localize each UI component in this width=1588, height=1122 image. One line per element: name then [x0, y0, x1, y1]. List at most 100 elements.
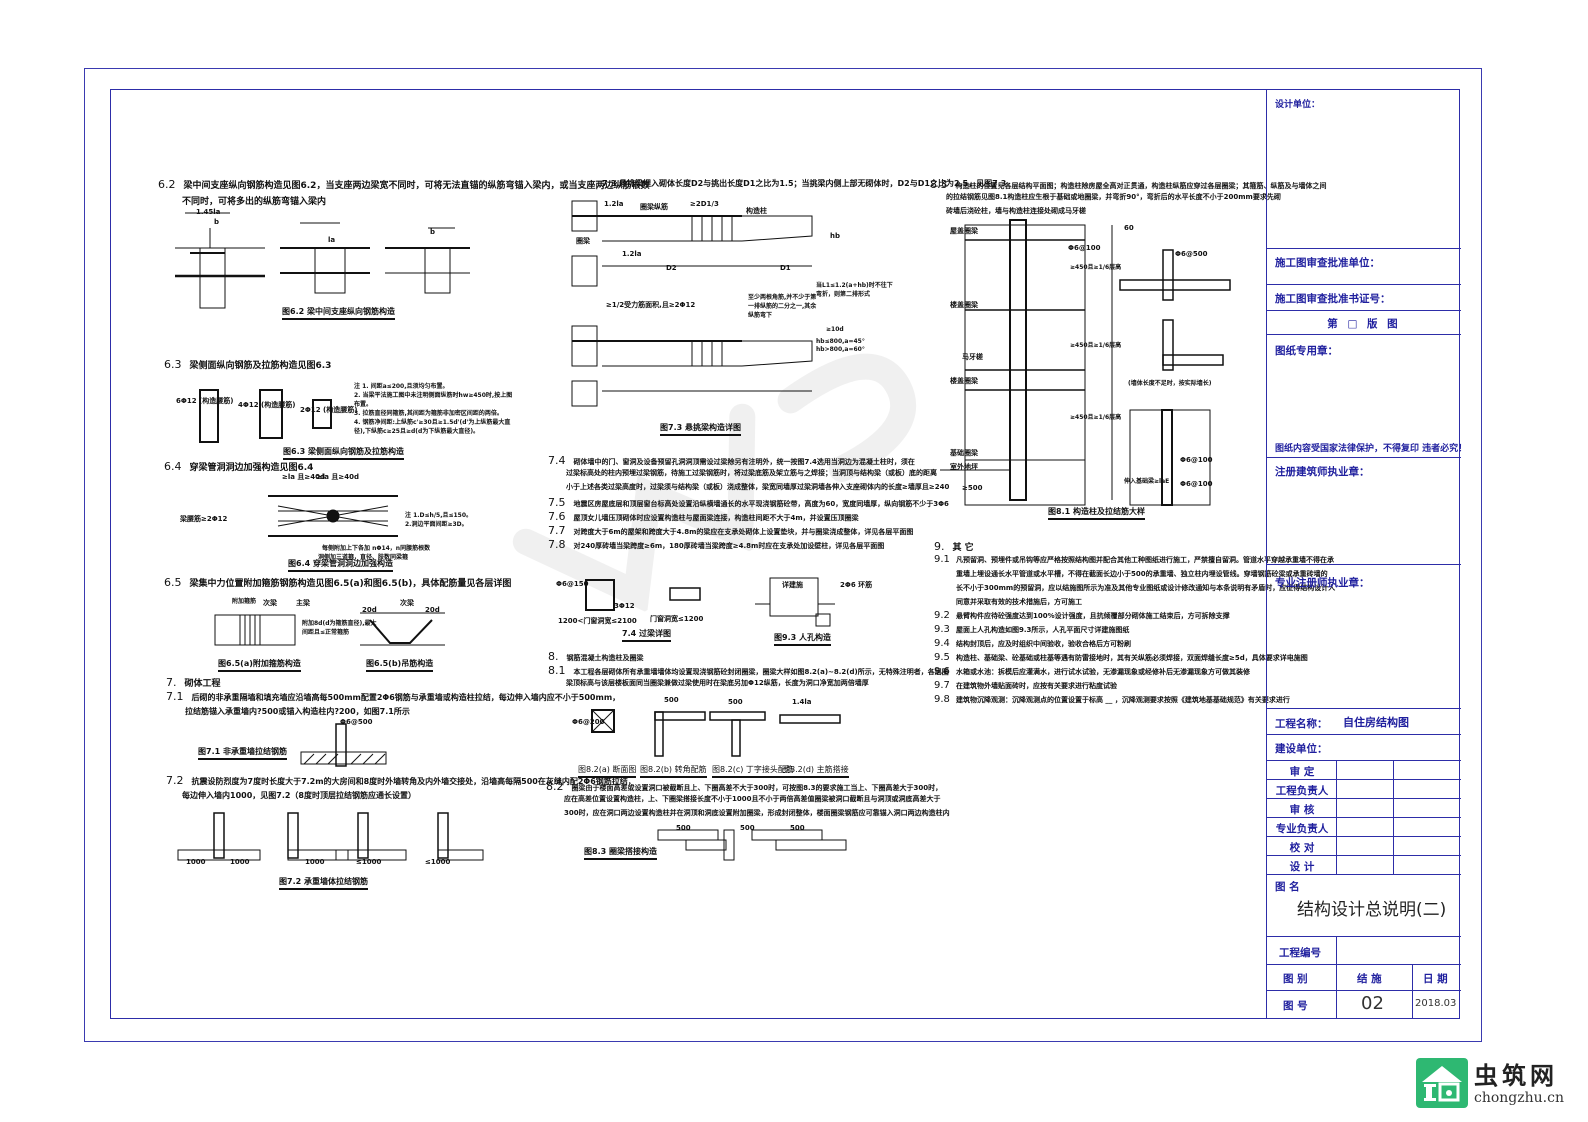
note: hb>800,a=60° [816, 346, 865, 353]
category-label: 图 别 [1283, 973, 1308, 985]
label: 构造柱 [746, 207, 767, 215]
dim-label: 60 [1124, 224, 1134, 232]
figure-caption: 图9.3 人孔构造 [774, 632, 831, 646]
signature-name-cell [1337, 799, 1394, 817]
section-number: 6.3 [164, 358, 182, 371]
label: 伸入基础梁≥laE [1124, 478, 1170, 485]
signature-row: 校 对 [1267, 837, 1461, 856]
label: 附加箍筋 [232, 598, 257, 605]
dim-label: 1.2la [604, 200, 624, 208]
section-text-continued: 每边伸入墙内1000，见图7.2（8度时顶层拉结钢筋应通长设置） [182, 791, 417, 800]
signature-role: 校 对 [1289, 842, 1315, 854]
engineer-seal-row: 专业注册师执业章： [1267, 565, 1461, 709]
engineer-seal-label: 专业注册师执业章： [1275, 577, 1370, 589]
figure-caption: 图8.2(d) 主筋搭接 [782, 764, 849, 778]
figure-7-1-drawing [300, 723, 387, 767]
note-number: 9.4 [934, 638, 950, 649]
dim-label: la [328, 236, 336, 244]
category-cell: 结 施 [1337, 965, 1413, 990]
section-text-continued: 小于上述各类过梁高度时，过梁须与结构梁（或板）浇成整体，梁宽同墙厚过梁洞墙各伸入… [566, 483, 950, 491]
design-unit-row: 设计单位： [1267, 89, 1461, 249]
note-number: 9.8 [934, 694, 950, 705]
signature-role-cell: 审 定 [1267, 761, 1337, 779]
review-cert-label: 施工图审查批准书证号： [1275, 293, 1391, 305]
note-item: 长不小于300mm的预留洞，应以结施图所示为准及其他专业图纸或设计修改通知与本条… [934, 581, 1335, 595]
dim-label: 500 [728, 698, 743, 706]
drawing-no: 02 [1361, 993, 1384, 1014]
leader-note: 每侧附加上下各加 nΦ14，n同腰筋根数 [322, 545, 431, 552]
note-number: 9.1 [934, 554, 950, 565]
brand-url[interactable]: chongzhu.cn [1474, 1090, 1564, 1106]
category-value: 结 施 [1357, 973, 1382, 985]
section-text: 砌体墙中的门、窗洞及设备预留孔洞洞顶需设过梁除另有注明外，统一按图7.4选用当洞… [573, 458, 915, 466]
section-text: 圈梁由于楼面高差或设置洞口被截断且上、下圈高差不大于300时，可按图8.3的要求… [571, 784, 943, 792]
section-text: 地震区房屋底层和顶层窗台标高处设置沿纵横墙通长的水平现浇钢筋砼带，高度为60，宽… [573, 500, 949, 508]
dim-label: 500 [790, 824, 805, 832]
figure-caption: 图7.2 承重墙体拉结钢筋 [279, 876, 368, 890]
label: 次梁 [263, 599, 277, 607]
dim-label: 门窗洞宽≤1200 [650, 615, 704, 623]
dim-label: 500 [740, 824, 755, 832]
figure-caption: 图8.2(b) 转角配筋 [640, 764, 707, 778]
section-number: 7.2 [166, 774, 184, 787]
section-number: 6.5 [164, 576, 182, 589]
seal-row: 图纸专用章： 图纸内容受国家法律保护，不得复印 违者必究！ [1267, 335, 1467, 458]
label: 20d [362, 606, 377, 614]
section-number: 7.1 [166, 690, 184, 703]
figure-7-2-drawing [177, 812, 484, 861]
section-text-continued: 过梁标高处的柱内预埋过梁钢筋，待施工过梁钢筋时，将过梁底筋及架立筋与之焊接；当洞… [566, 469, 937, 477]
label: 圈梁纵筋 [640, 203, 668, 211]
notes-6-3: 注 1. 间距a≤200,且须均匀布置。 2. 当梁平法施工图中未注明侧面纵筋时… [354, 382, 514, 436]
signature-role: 审 定 [1289, 766, 1315, 778]
project-no-label-cell: 工程编号 [1267, 937, 1337, 964]
note-text: 悬臂构件应待砼强度达到100%设计强度，且抗倾覆部分砌体施工结束后，方可拆除支撑 [956, 612, 1230, 620]
signature-role-cell: 工程负责人 [1267, 780, 1337, 798]
dim-label: b [430, 228, 436, 236]
dim-label: ≤1000 [356, 858, 382, 866]
section-text: 屋顶女儿墙压顶砌体时应设置构造柱与屋面梁连接，构造柱间距不大于4m，并设置压顶圈… [573, 514, 859, 522]
section-text: 其 它 [952, 543, 974, 553]
label: 基础圈梁 [950, 449, 978, 457]
note: 当L1≤1.2(a+hb)时不往下弯折，则第二排形式 [816, 282, 893, 298]
section-text: 后砌的非承重隔墙和填充墙应沿墙高每500mm配置2Φ6钢筋与承重墙或构造柱拉结，… [191, 693, 621, 702]
note-text: 重墙上埋设通长水平管道或水平槽，不得在截面长边小于500的承重墙、独立柱内埋设管… [956, 570, 1328, 578]
project-name: 自住房结构图 [1343, 716, 1409, 729]
section-text-continued: 拉结筋锚入承重墙内?500或锚入构造柱内?200，如图7.1所示 [185, 707, 410, 716]
note: hb≤800,a=45° [816, 338, 865, 345]
figure-6-4-drawing [268, 495, 398, 537]
dim-label: ≥500 [962, 484, 983, 492]
rebar-label: 3Φ12 [614, 602, 635, 610]
section-heading: 7.3 悬挑梁埋入砌体长度D2与挑出长度D1之比为1.5；当挑梁内侧上部无砌体时… [602, 179, 1007, 188]
signature-role-cell: 审 核 [1267, 799, 1337, 817]
date-label: 日 期 [1423, 973, 1448, 985]
section-text: 梁侧面纵向钢筋及拉筋构造见图6.3 [189, 361, 332, 371]
project-name-row: 工程名称： 自住房结构图 [1267, 709, 1461, 735]
signature-name-cell [1337, 761, 1394, 779]
brand-logo[interactable] [1416, 1058, 1468, 1108]
note-number: 9.7 [934, 680, 950, 691]
note-number: 9.3 [934, 624, 950, 635]
figure-caption: 图6.2 梁中间支座纵向钢筋构造 [282, 306, 395, 320]
edition-row: 第 □ 版 图 [1267, 311, 1461, 335]
drawing-no-cell: 02 [1337, 991, 1413, 1019]
section-number: 8.3 [930, 178, 948, 191]
label: 马牙槎 [962, 353, 983, 361]
note-text: 水箱或水池：拆模后应灌满水，进行试水试验，无渗漏现象或经修补后无渗漏现象方可做其… [956, 668, 1250, 676]
design-unit-label: 设计单位： [1275, 100, 1321, 110]
note-line: 注 1.D≤h/5,且≤150。 [405, 512, 473, 519]
drawing-name-label: 图 名 [1275, 881, 1300, 893]
rebar-label: Φ6@150 [556, 580, 589, 588]
drawing-border [110, 89, 1460, 1019]
label: Φ6@500 [340, 718, 373, 726]
section-text-continued: 梁顶标高与该层楼板面同当圈梁兼做过梁使用时在梁底另加Φ12纵筋，长度为洞口净宽加… [566, 679, 869, 687]
category-row: 图 别 结 施 日 期 [1267, 965, 1461, 991]
note-number: 9.6 [934, 666, 950, 677]
dim-label: 1.45la [196, 208, 221, 216]
note-item: 同意并采取有效的技术措施后，方可施工 [934, 595, 1335, 609]
